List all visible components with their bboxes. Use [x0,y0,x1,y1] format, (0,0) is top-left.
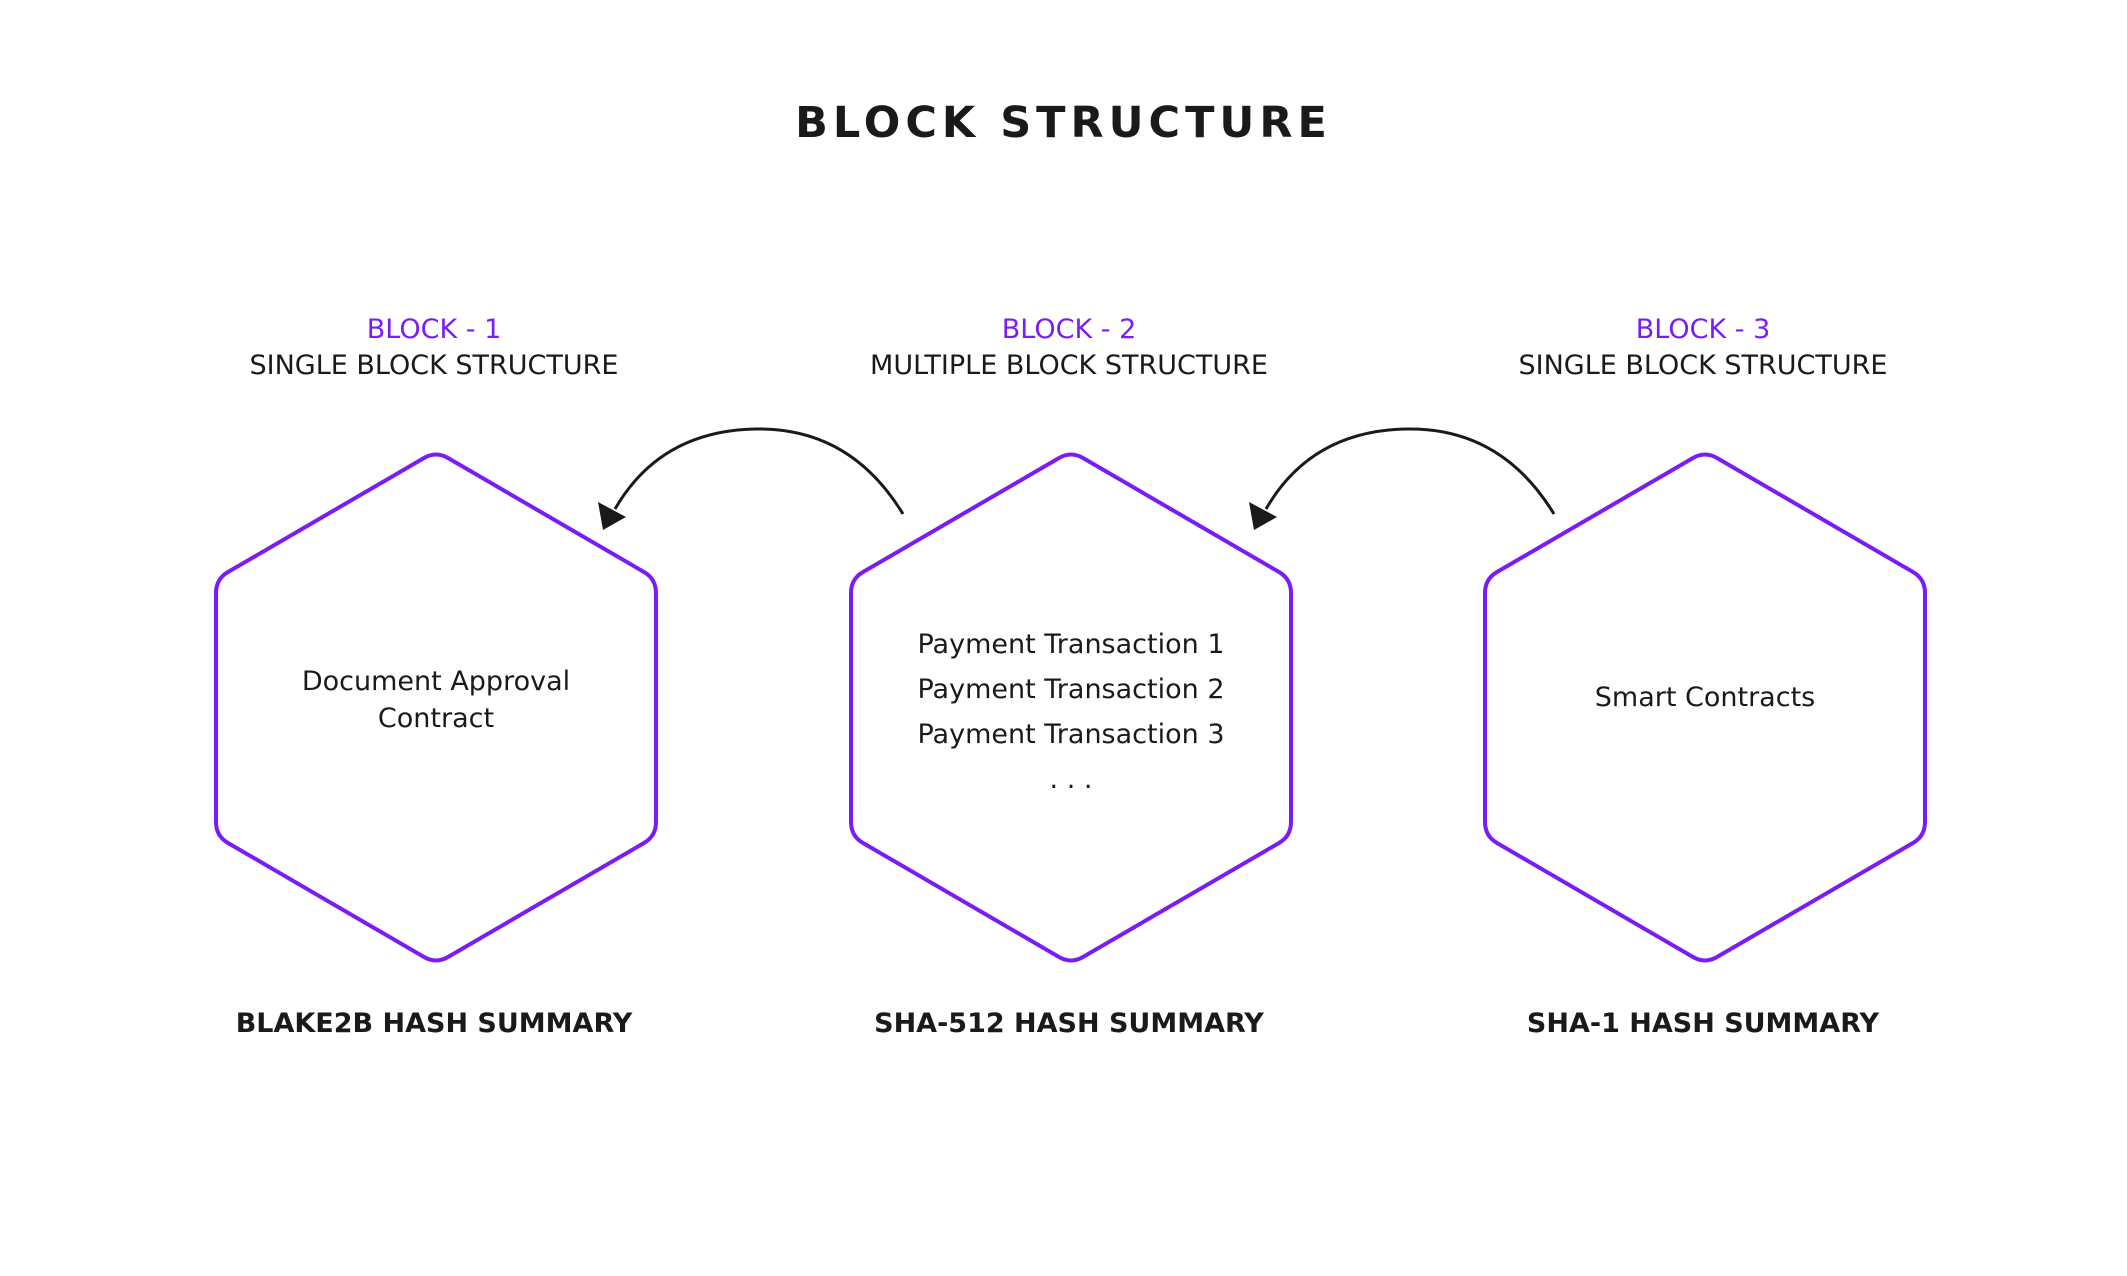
block-1-content-line: Document Approval [301,666,571,697]
block-2-id: BLOCK - 2 [1001,314,1137,345]
block-3-kind: SINGLE BLOCK STRUCTURE [1518,350,1888,381]
block-2-content-line: Payment Transaction 1 [917,629,1225,660]
block-2-header: BLOCK - 2 MULTIPLE BLOCK STRUCTURE [789,312,1349,384]
block-3-id: BLOCK - 3 [1635,314,1771,345]
block-1-hexagon [214,452,658,963]
arrow-block-2-to-block-1-head [598,502,626,530]
block-1-header: BLOCK - 1 SINGLE BLOCK STRUCTURE [154,312,714,384]
block-3-contents: Smart Contracts [1505,675,1905,720]
block-2-content-line: . . . [1049,764,1093,795]
block-1-id: BLOCK - 1 [366,314,502,345]
block-2-hash-label: SHA-512 HASH SUMMARY [874,1008,1264,1039]
arrow-block-2-to-block-1 [613,427,905,515]
block-2-content-line: Payment Transaction 3 [917,719,1225,750]
block-3-hash-label: SHA-1 HASH SUMMARY [1526,1008,1880,1039]
block-3-content-line: Smart Contracts [1594,682,1816,713]
block-2-hexagon [849,452,1293,963]
block-1-hash-label: BLAKE2B HASH SUMMARY [235,1008,633,1039]
arrow-block-3-to-block-2-head [1249,502,1277,530]
block-1-content-line: Contract [377,703,495,734]
arrow-block-3-to-block-2 [1264,427,1556,515]
block-1-contents: Document Approval Contract [236,663,636,737]
block-1-kind: SINGLE BLOCK STRUCTURE [249,350,619,381]
block-2-content-line: Payment Transaction 2 [917,674,1225,705]
block-2-contents: Payment Transaction 1 Payment Transactio… [871,622,1271,802]
diagram-title: BLOCK STRUCTURE [795,98,1332,148]
block-3-header: BLOCK - 3 SINGLE BLOCK STRUCTURE [1423,312,1983,384]
block-2-kind: MULTIPLE BLOCK STRUCTURE [870,350,1268,381]
block-3-hexagon [1483,452,1927,963]
